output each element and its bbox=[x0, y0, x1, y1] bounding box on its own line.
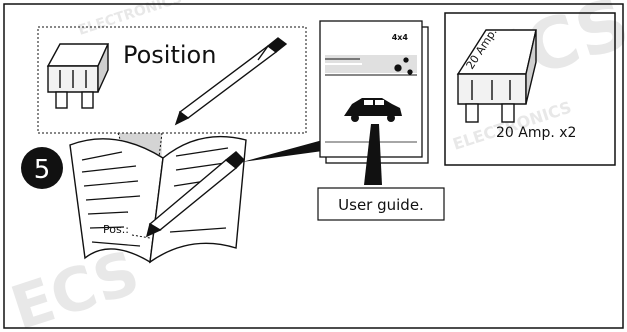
svg-text:ELECTRONICS: ELECTRONICS bbox=[76, 0, 184, 39]
user-guide-label: User guide. bbox=[338, 196, 424, 214]
book-note-dots bbox=[131, 234, 151, 239]
guide-label-pointer bbox=[364, 124, 382, 185]
step-number: 5 bbox=[34, 155, 51, 185]
user-guide-booklet: 4x4 bbox=[319, 20, 429, 164]
outer-frame bbox=[3, 3, 624, 329]
position-callout-box bbox=[37, 26, 307, 134]
step-badge bbox=[21, 147, 63, 189]
user-guide-label-box bbox=[317, 187, 445, 221]
fuse-quantity-label: 20 Amp. x2 bbox=[496, 125, 576, 141]
writing-pen-icon bbox=[145, 151, 245, 238]
position-label: Position bbox=[123, 41, 216, 69]
book-note: Pos.: bbox=[103, 223, 129, 236]
guide-connector bbox=[242, 138, 330, 162]
svg-text:4x4: 4x4 bbox=[392, 33, 409, 42]
fuse-panel bbox=[444, 12, 616, 166]
spare-fuse-icon bbox=[456, 29, 537, 123]
pen-icon bbox=[174, 37, 288, 126]
car-icon bbox=[344, 98, 402, 122]
fuse-icon bbox=[46, 43, 110, 109]
